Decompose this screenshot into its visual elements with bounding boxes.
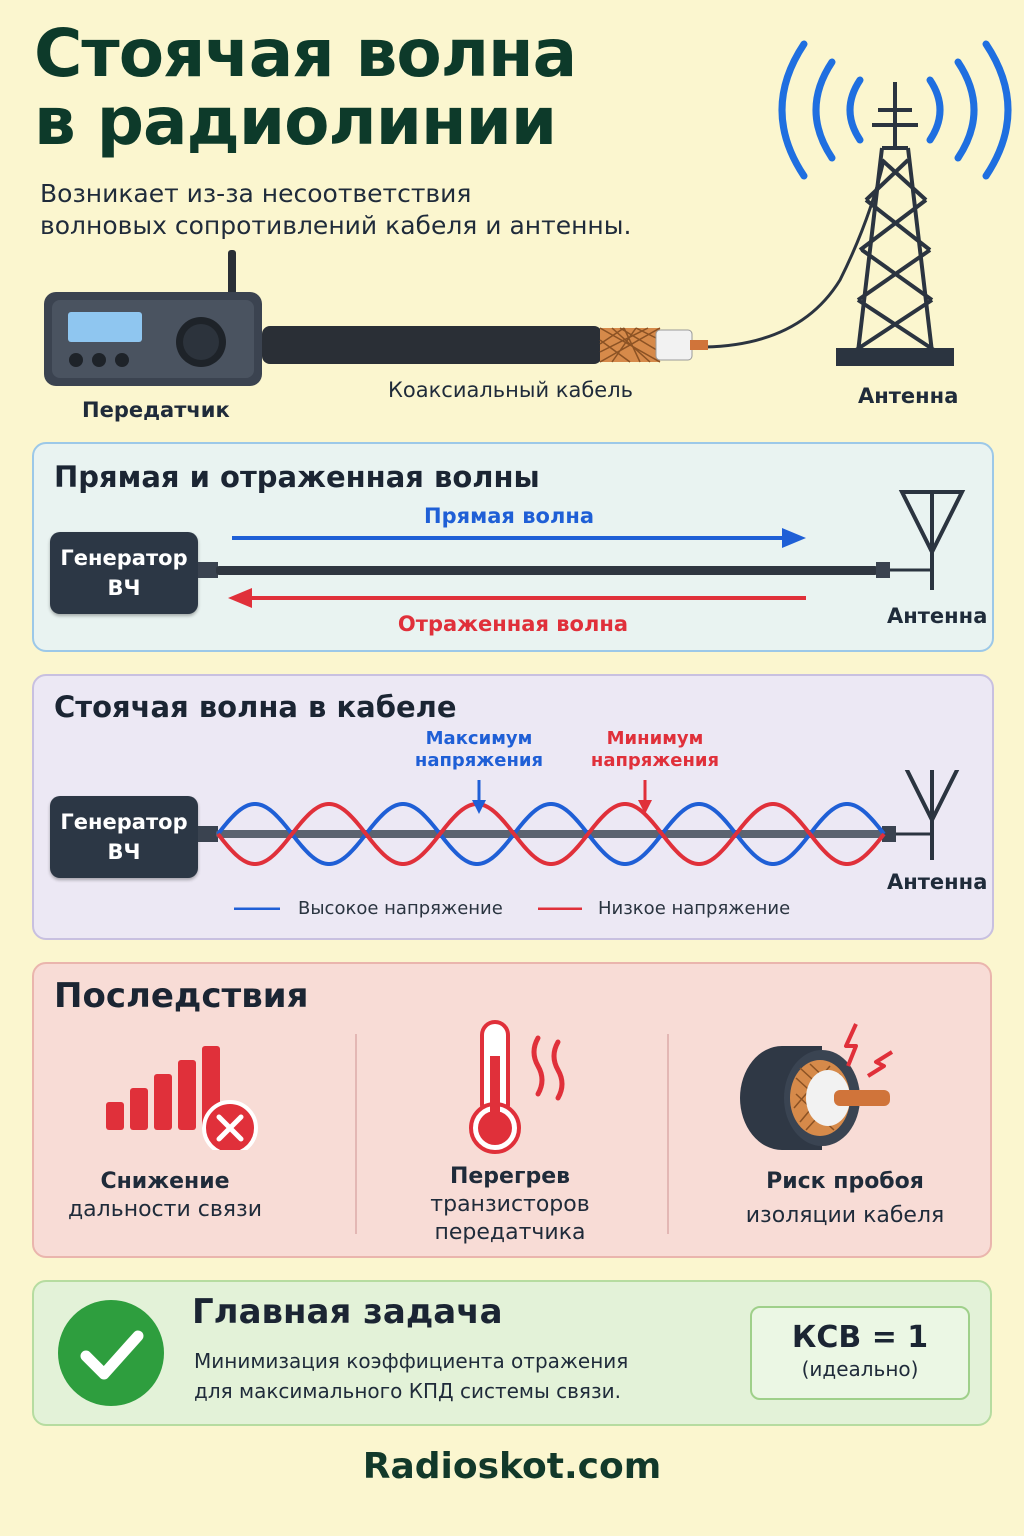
high-voltage-wave [216, 802, 886, 866]
forward-arrow [232, 528, 806, 548]
panel-standing-title: Стоячая волна в кабеле [54, 690, 457, 724]
subtitle-line-1: Возникает из-за несоответствия [40, 179, 472, 208]
consequence-range: Снижение дальности связи [60, 1168, 270, 1224]
low-voltage-wave [216, 802, 886, 866]
divider-2 [667, 1034, 669, 1234]
title-line-1: Стоячая волна [34, 15, 577, 92]
generator-line-1: Генератор [60, 810, 188, 834]
ksv-note: (идеально) [801, 1357, 919, 1381]
max-voltage-label: Максимум напряжения [404, 728, 554, 772]
min-voltage-label: Минимум напряжения [580, 728, 730, 772]
goal-text: Минимизация коэффициента отражения для м… [194, 1346, 628, 1406]
consequence-range-line-1: Снижение [100, 1169, 230, 1194]
consequence-overheat: Перегрев транзисторов передатчика [400, 1163, 620, 1247]
page-title: Стоячая волна в радиолинии [34, 15, 577, 160]
consequence-breakdown: Риск пробоя изоляции кабеля [730, 1168, 960, 1230]
antenna-icon [898, 490, 966, 590]
generator-line-1: Генератор [60, 546, 188, 570]
radio-waves-icon [778, 40, 1012, 180]
ksv-value: КСВ = 1 [791, 1320, 929, 1355]
cable-line [216, 566, 878, 575]
antenna-label: Антенна [858, 384, 959, 408]
standing-wave-diagram [198, 770, 960, 910]
waves-diagram [198, 490, 966, 608]
cable-spark-icon [740, 1023, 894, 1150]
legend-low-label: Низкое напряжение [598, 898, 791, 919]
consequence-breakdown-line-2: изоляции кабеля [745, 1203, 945, 1228]
title-line-2: в радиолинии [34, 83, 557, 160]
generator-box: Генератор ВЧ [50, 532, 198, 614]
forward-wave-label: Прямая волна [424, 504, 594, 528]
subtitle-line-2: волновых сопротивлений кабеля и антенны. [40, 211, 632, 240]
panel-waves-title: Прямая и отраженная волны [54, 460, 540, 494]
panel-consequences-title: Последствия [54, 976, 309, 1016]
min-voltage-line-2: напряжения [590, 750, 720, 771]
max-voltage-line-1: Максимум [425, 728, 533, 749]
connector-right [876, 562, 890, 578]
thermometer-icon [469, 1020, 565, 1154]
reflected-wave-label: Отраженная волна [397, 612, 629, 636]
transmitter-label: Передатчик [82, 398, 230, 422]
max-voltage-line-2: напряжения [414, 750, 544, 771]
hero-illustration [44, 40, 1012, 386]
goal-text-line-1: Минимизация коэффициента отражения [194, 1349, 629, 1373]
max-arrow [472, 780, 486, 814]
antenna-label-standing: Антенна [887, 870, 988, 894]
goal-title: Главная задача [192, 1292, 503, 1332]
antenna-label-waves: Антенна [887, 604, 988, 628]
generator-box-standing: Генератор ВЧ [50, 796, 198, 878]
consequence-breakdown-line-1: Риск пробоя [766, 1169, 924, 1194]
checkmark-icon [58, 1300, 164, 1406]
min-arrow [638, 780, 652, 814]
signal-bars-error-icon [106, 1046, 258, 1150]
goal-text-line-2: для максимального КПД системы связи. [194, 1379, 621, 1403]
consequence-overheat-line-3: передатчика [434, 1220, 586, 1245]
reflected-arrow [228, 588, 806, 608]
min-voltage-line-1: Минимум [606, 728, 704, 749]
antenna-icon [904, 770, 960, 860]
legend-high-label: Высокое напряжение [298, 898, 503, 919]
transmitter-icon [44, 250, 262, 386]
consequence-overheat-line-2: транзисторов [430, 1192, 590, 1217]
divider-1 [355, 1034, 357, 1234]
consequence-range-line-2: дальности связи [67, 1197, 263, 1222]
generator-line-2: ВЧ [107, 840, 141, 864]
consequence-overheat-line-1: Перегрев [449, 1164, 571, 1189]
antenna-tower-icon [836, 82, 954, 366]
coax-cable-icon [262, 326, 708, 364]
generator-line-2: ВЧ [107, 576, 141, 600]
connector-left [198, 562, 218, 578]
ksv-box: КСВ = 1 (идеально) [750, 1306, 970, 1400]
cable-label: Коаксиальный кабель [388, 378, 634, 402]
cable-line [216, 830, 884, 838]
page-subtitle: Возникает из-за несоответствия волновых … [40, 178, 631, 242]
footer-brand: Radioskot.com [362, 1446, 662, 1487]
